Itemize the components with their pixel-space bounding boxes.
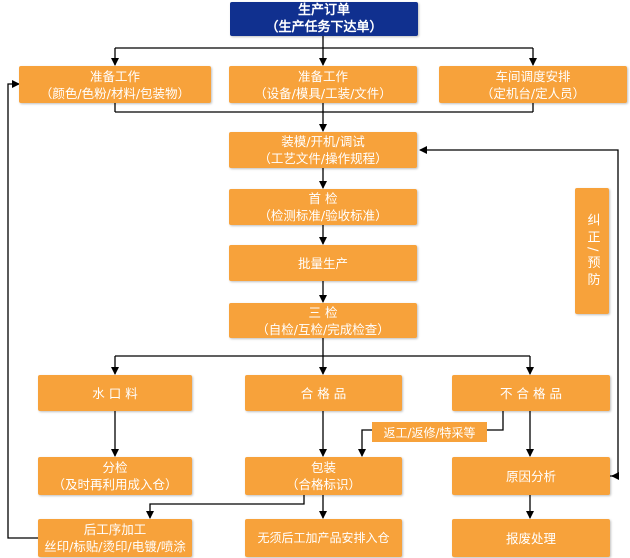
- correction-prevention-box: 纠正/预防: [575, 188, 609, 314]
- dispatch-title: 车间调度安排: [495, 68, 571, 84]
- prep1-title: 准备工作: [89, 68, 140, 84]
- correction-title: 纠正/预防: [584, 212, 600, 290]
- nonconforming-product-box: 不 合 格 品: [452, 375, 610, 411]
- first-title: 首 检: [308, 191, 338, 206]
- rework-title: 返工/返修/特采等: [383, 425, 476, 440]
- sorting-title: 分检: [102, 460, 128, 475]
- rework-label: 返工/返修/特采等: [372, 422, 487, 442]
- packing-box: 包装 （合格标识）: [245, 457, 402, 495]
- mass-production-box: 批量生产: [229, 245, 417, 281]
- prep1-subtitle: （颜色/色粉/材料/包装物）: [39, 85, 191, 101]
- scrap-title: 报废处理: [505, 530, 556, 546]
- three-subtitle: （自检/互检/完成检查）: [256, 321, 390, 337]
- preparation-materials-box: 准备工作 （颜色/色粉/材料/包装物）: [19, 66, 211, 103]
- cause-title: 原因分析: [505, 468, 556, 484]
- post-subtitle: 丝印/标贴/烫印/电镀/喷涂: [44, 539, 186, 554]
- sorting-box: 分检 （及时再利用成入仓）: [38, 457, 192, 495]
- setup-subtitle: （工艺文件/操作规程）: [258, 151, 388, 166]
- post-title: 后工序加工: [83, 522, 147, 537]
- cause-analysis-box: 原因分析: [452, 457, 610, 495]
- order-subtitle: （生产任务下达单）: [265, 20, 383, 35]
- prep2-subtitle: （设备/模具/工装/文件）: [254, 85, 392, 101]
- preparation-equipment-box: 准备工作 （设备/模具/工装/文件）: [229, 66, 417, 103]
- qualified-product-box: 合 格 品: [245, 375, 402, 411]
- first-inspection-box: 首 检 （检测标准/验收标准）: [229, 189, 417, 225]
- first-subtitle: （检测标准/验收标准）: [258, 208, 388, 223]
- sprue-title: 水 口 料: [92, 385, 138, 401]
- production-order-box: 生产订单 （生产任务下达单）: [230, 2, 418, 36]
- prep2-title: 准备工作: [297, 68, 348, 84]
- nonconforming-title: 不 合 格 品: [500, 385, 562, 401]
- post-process-box: 后工序加工 丝印/标贴/烫印/电镀/喷涂: [38, 519, 192, 557]
- qualified-title: 合 格 品: [300, 385, 347, 401]
- dispatch-subtitle: （定机台/定人员）: [480, 85, 586, 101]
- packing-title: 包装: [310, 460, 336, 475]
- order-title: 生产订单: [297, 3, 350, 18]
- three-inspections-box: 三 检 （自检/互检/完成检查）: [229, 303, 417, 338]
- sorting-subtitle: （及时再利用成入仓）: [52, 477, 178, 492]
- workshop-dispatch-box: 车间调度安排 （定机台/定人员）: [439, 66, 627, 103]
- setup-title: 装模/开机/调试: [281, 134, 365, 149]
- sprue-material-box: 水 口 料: [38, 375, 192, 411]
- three-title: 三 检: [308, 304, 338, 320]
- store-title: 无须后工加产品安排入仓: [257, 530, 390, 545]
- setup-debug-box: 装模/开机/调试 （工艺文件/操作规程）: [229, 132, 417, 168]
- packing-subtitle: （合格标识）: [285, 477, 361, 492]
- scrap-handling-box: 报废处理: [452, 519, 610, 557]
- mass-title: 批量生产: [297, 255, 348, 271]
- store-warehouse-box: 无须后工加产品安排入仓: [245, 519, 402, 557]
